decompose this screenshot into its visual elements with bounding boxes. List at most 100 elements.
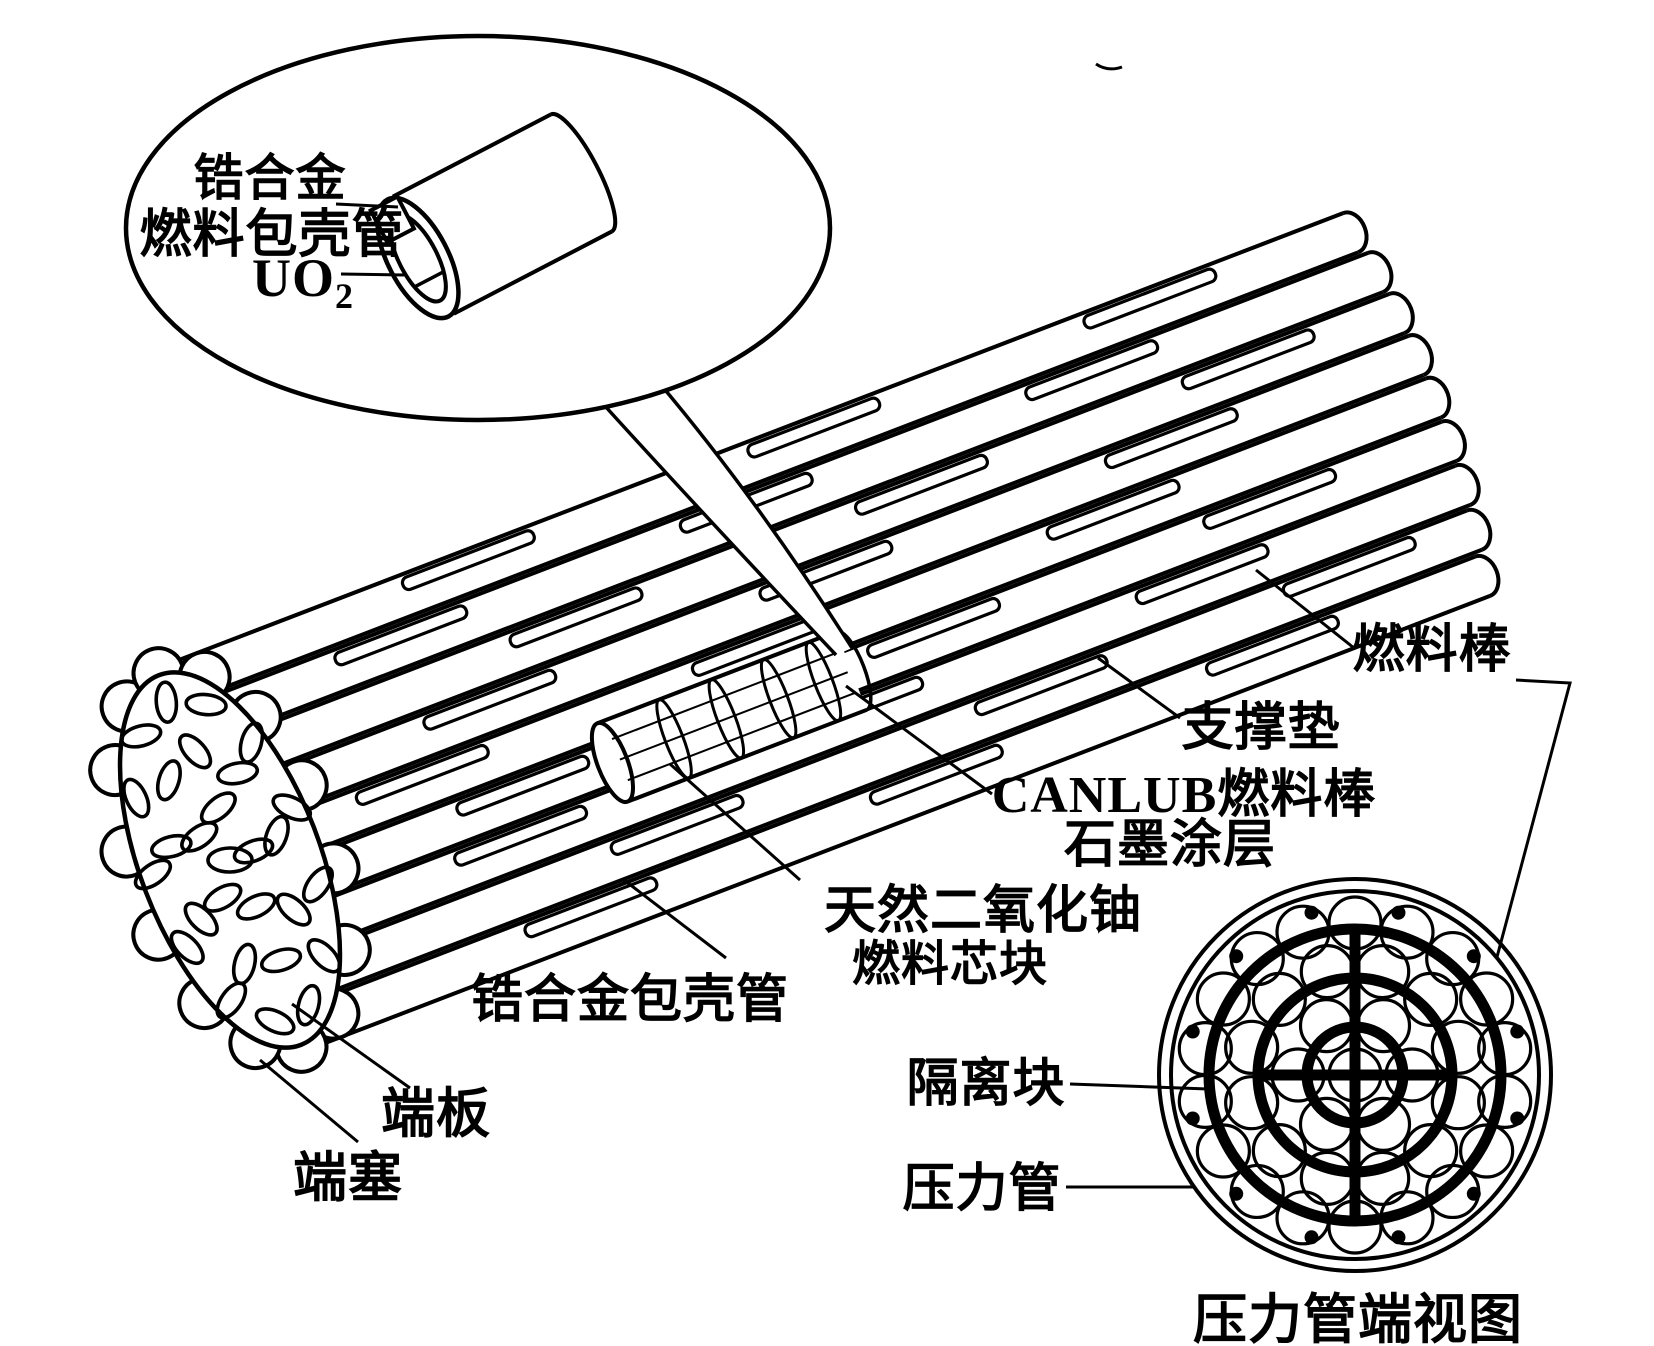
bearing-pad	[758, 539, 894, 602]
weld-blob	[150, 833, 193, 860]
pellet-stack-bottom-edge	[626, 708, 868, 804]
fuel-rod-edge	[307, 554, 1476, 1007]
label-fuel-rod: 燃料棒	[1352, 621, 1511, 679]
weld-blob	[180, 821, 219, 853]
leader-canlub-coating	[845, 684, 993, 796]
leader-spacer-block	[1069, 1082, 1209, 1091]
spacer-dot	[1391, 1230, 1406, 1245]
fuel-rod-edge	[302, 415, 1442, 857]
bearing-pad	[1180, 328, 1316, 391]
label-pellet-line1: 天然二氧化铀	[824, 882, 1142, 940]
fuel-rod-edge	[287, 376, 1427, 818]
scan-mark	[1095, 62, 1123, 71]
spacer-dot	[1391, 905, 1406, 920]
tube-top-edge	[391, 112, 552, 199]
bearing-pad	[746, 396, 882, 459]
label-uo2: UO2	[252, 248, 354, 316]
weld-blob	[216, 760, 260, 786]
end-view-rod	[1430, 1075, 1486, 1131]
caption-end-view: 压力管端视图	[1193, 1290, 1523, 1346]
weld-blob	[275, 892, 312, 927]
spacer-dots	[1185, 905, 1525, 1245]
leader-fuel-pellet	[669, 762, 801, 882]
bearing-pad	[400, 529, 536, 592]
label-zr-alloy-line2: 燃料包壳管	[139, 206, 404, 264]
pellet-shading-line	[611, 650, 841, 740]
leader-lines	[259, 202, 1572, 1189]
fuel-rod-edge	[231, 290, 1384, 736]
fuel-rod-end-cap	[1454, 463, 1481, 507]
tube-far-cap	[549, 112, 618, 234]
label-uo2-base: UO	[252, 248, 335, 308]
label-support-pad: 支撑垫	[1181, 699, 1340, 757]
end-view-rod	[1224, 1019, 1280, 1075]
label-canlub-line2: 石墨涂层	[1064, 816, 1276, 874]
leader-cladding-tube	[623, 878, 727, 960]
spacer-dot	[1185, 1024, 1200, 1039]
fuel-rod-edge	[191, 250, 1359, 702]
fuel-rod-edge	[330, 547, 1483, 994]
zoom-cone-fill	[595, 372, 852, 655]
weld-blob	[169, 929, 205, 966]
bearing-pad	[1103, 407, 1239, 470]
weld-blob	[259, 947, 303, 974]
pressure-tube-inner-circle	[1169, 889, 1541, 1261]
end-view-rod	[1224, 1075, 1280, 1131]
fuel-bundle	[88, 210, 1501, 1074]
label-pellet-line2: 燃料芯块	[852, 938, 1048, 991]
fuel-rod-end-cap	[1425, 375, 1452, 420]
label-uo2-subscript: 2	[335, 276, 354, 316]
bearing-pad	[333, 604, 469, 667]
end-view	[1157, 877, 1553, 1273]
spacer-dot	[1304, 1230, 1319, 1245]
weld-blob	[301, 865, 334, 904]
weld-blob	[263, 814, 290, 857]
fuel-rod-edge	[175, 211, 1344, 663]
bearing-pad	[455, 754, 591, 817]
weld-blob	[206, 846, 254, 874]
bearing-pad	[1082, 267, 1218, 330]
fuel-rod-edge	[322, 594, 1491, 1046]
spacer-dot	[1510, 1111, 1525, 1126]
spacer-dot	[1229, 949, 1244, 964]
callout-tube	[368, 112, 618, 321]
leader-fuel-rod-to-end-view	[1495, 678, 1572, 958]
bearing-pad	[973, 654, 1109, 717]
leader-cladding-callout	[335, 202, 399, 209]
bearing-pad	[508, 586, 644, 649]
fuel-rod-end-cap	[1440, 419, 1467, 463]
label-spacer-block: 隔离块	[906, 1055, 1065, 1113]
fuel-rod-end-cap	[1388, 291, 1415, 335]
weld-blob	[199, 791, 237, 825]
weld-blob	[254, 1007, 296, 1036]
bearing-pad	[1045, 478, 1181, 541]
tube-bottom-edge	[452, 229, 613, 316]
end-view-rod	[1430, 1019, 1486, 1075]
labels: 锆合金 燃料包壳管 UO2 燃料棒 支撑垫 CANLUB燃料棒 石墨涂层 天然二…	[139, 150, 1523, 1346]
fuel-rod-edge	[260, 331, 1406, 774]
fuel-rod-edge	[311, 463, 1457, 907]
spacer-dot	[1510, 1024, 1525, 1039]
fuel-rod-end-cap	[1407, 333, 1434, 377]
bearing-pad	[1202, 467, 1338, 530]
pellet-shading-line	[619, 671, 849, 761]
end-plate-face	[117, 670, 343, 1050]
bearing-pad	[1134, 543, 1270, 606]
weld-blob	[183, 901, 219, 937]
leader-uo2	[340, 272, 405, 277]
fuel-rod-edge	[245, 292, 1391, 735]
fuel-rod-edge	[301, 419, 1443, 861]
zoom-cone-left-edge	[593, 393, 838, 657]
weld-blob	[271, 793, 313, 822]
bearing-pad	[523, 876, 659, 939]
label-end-plug: 端塞	[293, 1148, 403, 1208]
weld-blob	[184, 692, 228, 717]
spacer-dot	[1304, 905, 1319, 920]
fuel-rod-edge	[216, 250, 1369, 697]
pellet-shading-line	[627, 691, 856, 782]
bearing-pad	[609, 793, 745, 856]
label-end-plate: 端板	[381, 1084, 491, 1144]
callout-bubble	[123, 33, 833, 423]
weld-blob	[177, 733, 213, 770]
fuel-rod-end-cap	[1367, 250, 1394, 294]
